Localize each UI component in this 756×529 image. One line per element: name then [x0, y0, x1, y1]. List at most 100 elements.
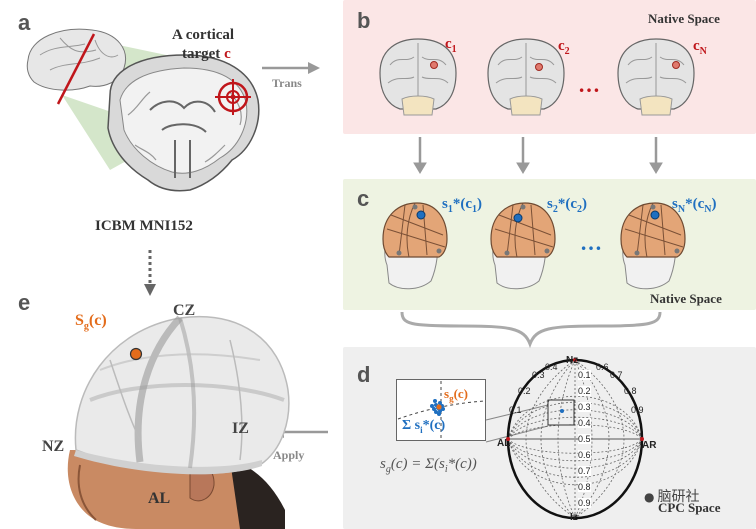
cap-on-head-illustration — [67, 315, 290, 529]
cpc-formula: sg(c) = Σ(si*(c)) — [380, 456, 477, 475]
merge-brace — [400, 311, 662, 349]
cap-cz-label: CZ — [173, 302, 196, 319]
s2-rest: *(c — [557, 196, 577, 212]
cpc-top-left-1: 0.3 — [532, 370, 545, 380]
formula-sub2: i — [444, 464, 448, 475]
sN-close: ) — [711, 196, 717, 212]
panel-b-letter: b — [357, 8, 371, 33]
cpc-center-7: 0.8 — [578, 482, 591, 492]
head-models-c — [382, 202, 686, 290]
sN-sub2: N — [704, 204, 712, 215]
s1-sub2: 1 — [472, 204, 477, 215]
cap-al-label: AL — [148, 490, 171, 507]
native-brains-b — [379, 38, 695, 116]
c1-letter: c — [445, 36, 452, 52]
panel-b-ellipsis: … — [578, 72, 600, 97]
c1-sub: 1 — [451, 44, 457, 55]
inset-sum-label: Σ si*(c) — [402, 418, 445, 435]
cpc-center-8: 0.9 — [578, 498, 591, 508]
cap-sg-label: Sg(c) — [75, 312, 107, 332]
inset-sg-label: sg(c) — [444, 386, 468, 404]
s1-close: ) — [477, 196, 482, 212]
cap-sg-s: S — [75, 312, 84, 329]
s2-close: ) — [582, 196, 587, 212]
cpc-nz-label: Nz — [566, 355, 579, 366]
target-c: c — [224, 46, 231, 62]
inset-sg-rest: (c) — [453, 386, 468, 401]
inset-sg-s: s — [444, 386, 450, 401]
native-target-c2: c2 — [558, 38, 570, 57]
trans-label: Trans — [272, 76, 302, 90]
panel-c-ellipsis: … — [580, 230, 602, 255]
cap-iz-label: IZ — [232, 420, 249, 437]
target-word: target — [182, 46, 225, 62]
panel-c-space-label: Native Space — [650, 291, 722, 306]
inset-sum-sub: i — [420, 424, 423, 435]
cap-nz-label: NZ — [42, 438, 65, 455]
cortical-target-line1: A cortical — [172, 27, 235, 43]
cN-letter: c — [693, 38, 700, 54]
panel-d-letter: d — [357, 362, 371, 387]
cpc-top-right-0: 0.6 — [596, 362, 609, 372]
b-to-c-arrows — [413, 137, 663, 174]
c2-sub: 2 — [564, 46, 570, 57]
cpc-top-left-3: 0.1 — [509, 405, 522, 415]
cortical-target-line2: target c — [182, 46, 231, 63]
cpc-top-right-3: 0.9 — [631, 405, 644, 415]
template-label: ICBM MNI152 — [95, 218, 193, 234]
cpc-center-5: 0.6 — [578, 450, 591, 460]
formula-s: s — [380, 456, 386, 472]
s1-s: s — [442, 196, 448, 212]
cpc-iz-label: Iz — [570, 512, 578, 523]
inset-sum-rest: *(c) — [422, 418, 446, 433]
cluster-inset — [396, 379, 486, 441]
cpc-ar-label: AR — [642, 440, 657, 451]
panel-b-space-label: Native Space — [648, 11, 720, 26]
digitized-s1: s1*(c1) — [442, 196, 482, 215]
panel-e-letter: e — [18, 290, 31, 315]
inset-sum-s: Σ s — [402, 418, 421, 433]
cpc-center-1: 0.2 — [578, 386, 591, 396]
watermark: ●脑研社 — [644, 486, 699, 506]
s2-sub2: 2 — [577, 204, 582, 215]
watermark-text: 脑研社 — [657, 489, 700, 505]
cpc-top-right-1: 0.7 — [610, 370, 623, 380]
c2-letter: c — [558, 38, 565, 54]
formula-end: *(c)) — [447, 456, 477, 472]
panel-c-letter: c — [357, 186, 370, 211]
s2-sub: 2 — [552, 204, 558, 215]
panel-d-space-label: CPC Space — [658, 500, 721, 515]
cpc-top-right-2: 0.8 — [624, 386, 637, 396]
cpc-center-4: 0.5 — [578, 434, 591, 444]
s1-rest: *(c — [452, 196, 472, 212]
cpc-al-label: AL — [497, 438, 511, 449]
native-target-cN: cN — [693, 38, 707, 57]
native-target-c1: c1 — [445, 36, 457, 55]
cap-sg-rest: (c) — [88, 312, 107, 329]
cpc-top-left-2: 0.2 — [518, 386, 531, 396]
cpc-center-3: 0.4 — [578, 418, 591, 428]
cpc-center-0: 0.1 — [578, 370, 591, 380]
s1-sub: 1 — [447, 204, 453, 215]
a-to-e-dotted-arrow — [144, 250, 156, 296]
sN-sub: N — [677, 204, 686, 215]
cpc-grid — [485, 358, 644, 520]
formula-rest: (c) = Σ(s — [390, 456, 445, 472]
sN-rest: *(c — [685, 196, 705, 212]
digitized-s2: s2*(c2) — [547, 196, 587, 215]
digitized-sN: sN*(cN) — [672, 196, 716, 215]
cN-sub: N — [699, 46, 707, 57]
panel-a-letter: a — [18, 10, 31, 35]
panel-a-brain-illustration — [26, 28, 260, 192]
s2-s: s — [547, 196, 553, 212]
apply-label: Apply — [273, 448, 305, 462]
wechat-icon: ● — [644, 490, 655, 504]
cpc-center-6: 0.7 — [578, 466, 591, 476]
cpc-center-2: 0.3 — [578, 402, 591, 412]
cap-sg-sub: g — [83, 321, 89, 333]
trans-arrow — [262, 62, 320, 74]
formula-sub: g — [385, 464, 391, 475]
inset-sg-sub: g — [449, 393, 454, 404]
sN-s: s — [672, 196, 678, 212]
cpc-top-left-0: 0.4 — [545, 362, 558, 372]
